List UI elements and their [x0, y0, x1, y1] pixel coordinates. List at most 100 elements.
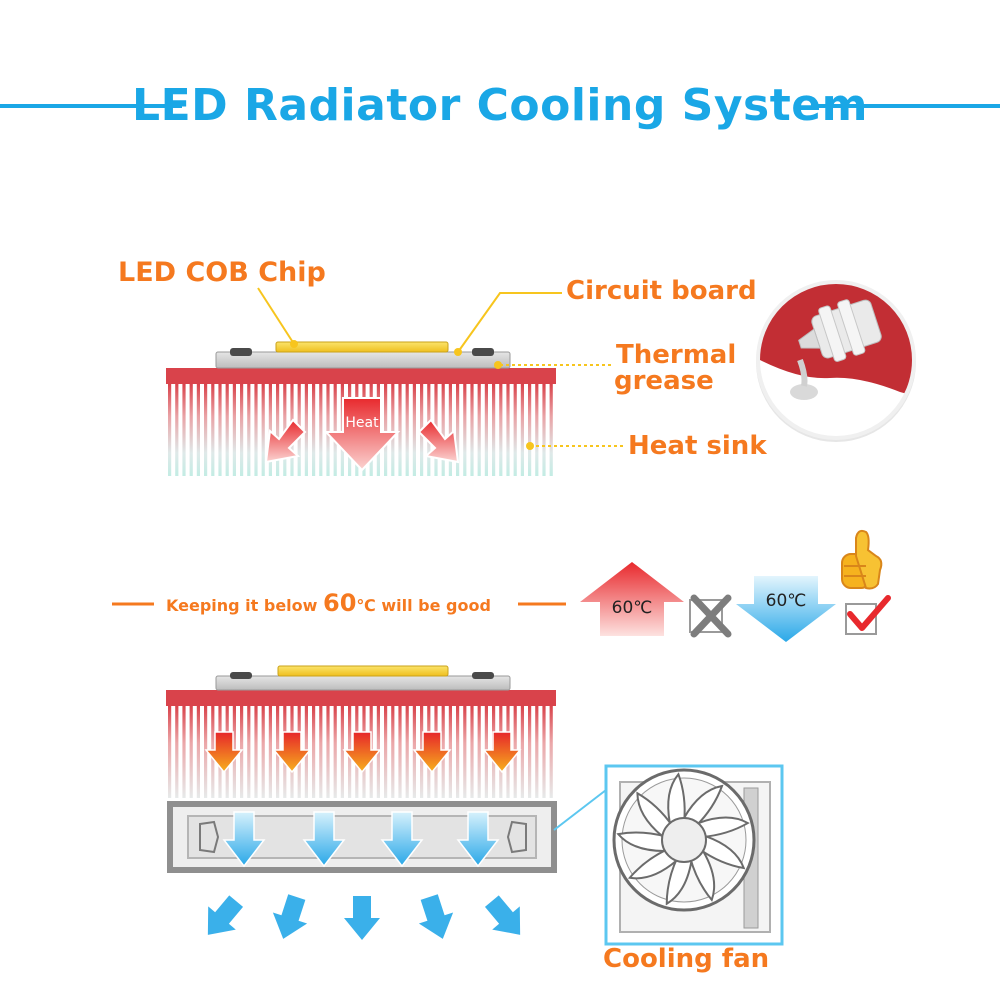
grease-dollop [790, 384, 818, 400]
heat-sink-label: Heat sink [628, 431, 767, 461]
heat-sink-fin [340, 706, 344, 798]
circuit-board-label: Circuit board [566, 276, 757, 306]
airflow-down-arrow-icon [456, 811, 500, 868]
heat-sink-fin [492, 384, 496, 476]
airflow-exhaust-arrow-icon [484, 895, 521, 935]
heat-sink-fin [412, 706, 416, 798]
heat-sink-fin [261, 384, 265, 476]
cooling-fan-hub [661, 817, 707, 863]
heat-sink-fin [506, 384, 510, 476]
heat-sink-fin [319, 706, 323, 798]
heat-sink-fin [405, 706, 409, 798]
heat-arrow-left-icon [264, 418, 307, 464]
heat-sink-fin [405, 384, 409, 476]
leader-dot-thermal-grease [494, 361, 502, 369]
heat-sink-fin [276, 384, 280, 476]
heat-sink-fin [326, 384, 330, 476]
heat-sink-fin [398, 384, 402, 476]
title-line-right [818, 104, 1000, 108]
heat-sink-fin [412, 384, 416, 476]
syringe-ring-1 [818, 305, 847, 362]
airflow-arrows-exhaust [207, 894, 521, 940]
heat-sink-fin [535, 706, 539, 798]
temperature-rule-value: 60 [323, 589, 357, 617]
fan-blade [682, 784, 724, 828]
heat-sink-fin [528, 706, 532, 798]
thermal-grease-image-border [756, 280, 916, 440]
heat-sink-fin [499, 384, 503, 476]
heat-sink-fin [261, 706, 265, 798]
temperature-rule-prefix: Keeping it below [166, 596, 324, 615]
cross-mark-icon [689, 594, 732, 638]
thermal-grease-label-line2: grease [614, 366, 714, 396]
heat-sink-fin [211, 384, 215, 476]
heat-sink-fin [535, 384, 539, 476]
fan-blade [636, 791, 674, 838]
syringe-tip [798, 328, 821, 349]
fan-blade [616, 831, 667, 853]
check-mark-tick [847, 595, 891, 631]
heat-sink-fin [484, 384, 488, 476]
fan-blade [627, 847, 678, 880]
heat-sink-fin [477, 706, 481, 798]
leader-dot-chip [290, 340, 298, 348]
cool-temperature-label: 60℃ [766, 591, 807, 611]
page-title: LED Radiator Cooling System [132, 80, 868, 131]
heat-sink-fin [196, 706, 200, 798]
leader-dot-circuit-board [454, 348, 462, 356]
check-mark-icon [845, 595, 891, 635]
bottom-led-cob-chip [277, 665, 449, 677]
leader-dot-heat-sink [526, 442, 534, 450]
cooling-fan-label: Cooling fan [603, 944, 770, 974]
heat-sink-fin [333, 706, 337, 798]
heat-sink-fin [175, 384, 179, 476]
heat-sink-fin [189, 384, 193, 476]
bottom-circuit-board-plate [215, 675, 511, 691]
heat-flow-arrow-icon [272, 731, 312, 774]
title-line-left [0, 104, 182, 108]
heat-sink-fin [196, 384, 200, 476]
heat-flow-arrow-icon [482, 731, 522, 774]
heat-sink-fin [312, 706, 316, 798]
top-circuit-board [215, 348, 511, 369]
bottom-heat-sink-base [166, 690, 556, 706]
top-screw-left [230, 348, 252, 356]
heat-sink-fin [254, 384, 258, 476]
heat-arrow-right-icon [417, 418, 460, 464]
heat-sink-fin [463, 384, 467, 476]
heat-flow-arrow-icon [412, 731, 452, 774]
heat-sink-fin [218, 384, 222, 476]
fan-blade [665, 856, 693, 906]
bottom-screw-left [230, 672, 252, 679]
heat-sink-fin [528, 384, 532, 476]
grease-stream [797, 358, 808, 387]
hot-temperature-arrow-icon [580, 562, 684, 636]
top-circuit-board-plate [215, 351, 511, 369]
heat-sink-fin [247, 384, 251, 476]
heat-flow-arrow-icon [342, 731, 382, 774]
heat-sink-fin [520, 384, 524, 476]
hot-temperature-label: 60℃ [612, 598, 653, 618]
heat-sink-fin [168, 706, 172, 798]
airflow-down-arrow-icon [302, 811, 346, 868]
heat-sink-fin [247, 706, 251, 798]
heat-flow-arrow-icon [204, 731, 244, 774]
top-led-cob-chip [275, 341, 449, 353]
airflow-exhaust-arrow-icon [272, 894, 308, 939]
leader-line-circuit-board [457, 292, 562, 353]
heat-sink-fin [254, 706, 258, 798]
fan-blade [698, 834, 746, 870]
bottom-screw-right [472, 672, 494, 679]
fan-housing-clip-left [199, 820, 220, 854]
heat-sink-fin [189, 706, 193, 798]
heat-sink-fin [520, 706, 524, 798]
heat-sink-fin [333, 384, 337, 476]
heat-sink-fin [168, 384, 172, 476]
thermal-grease-label-line1: Thermal [616, 340, 737, 370]
heat-sink-fin [319, 384, 323, 476]
heat-sink-fin [240, 384, 244, 476]
heat-sink-fin [456, 706, 460, 798]
fan-connector-line [553, 789, 607, 831]
led-cob-chip-label: LED COB Chip [118, 257, 326, 288]
heat-sink-fin [312, 384, 316, 476]
